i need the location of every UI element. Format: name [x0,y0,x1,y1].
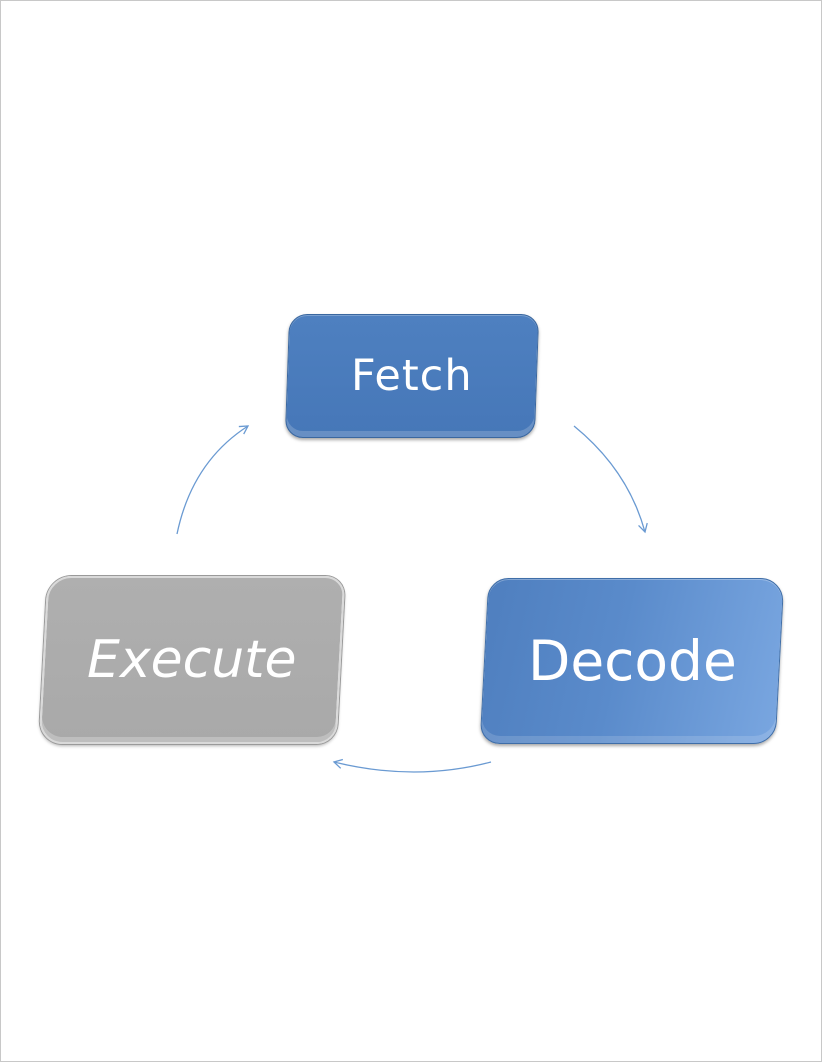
node-fetch[interactable]: Fetch [284,314,540,438]
node-execute[interactable]: Execute [38,576,346,744]
node-decode-label: Decode [527,628,737,693]
node-fetch-label: Fetch [351,350,473,401]
node-decode[interactable]: Decode [479,578,785,744]
node-execute-label: Execute [87,630,297,690]
